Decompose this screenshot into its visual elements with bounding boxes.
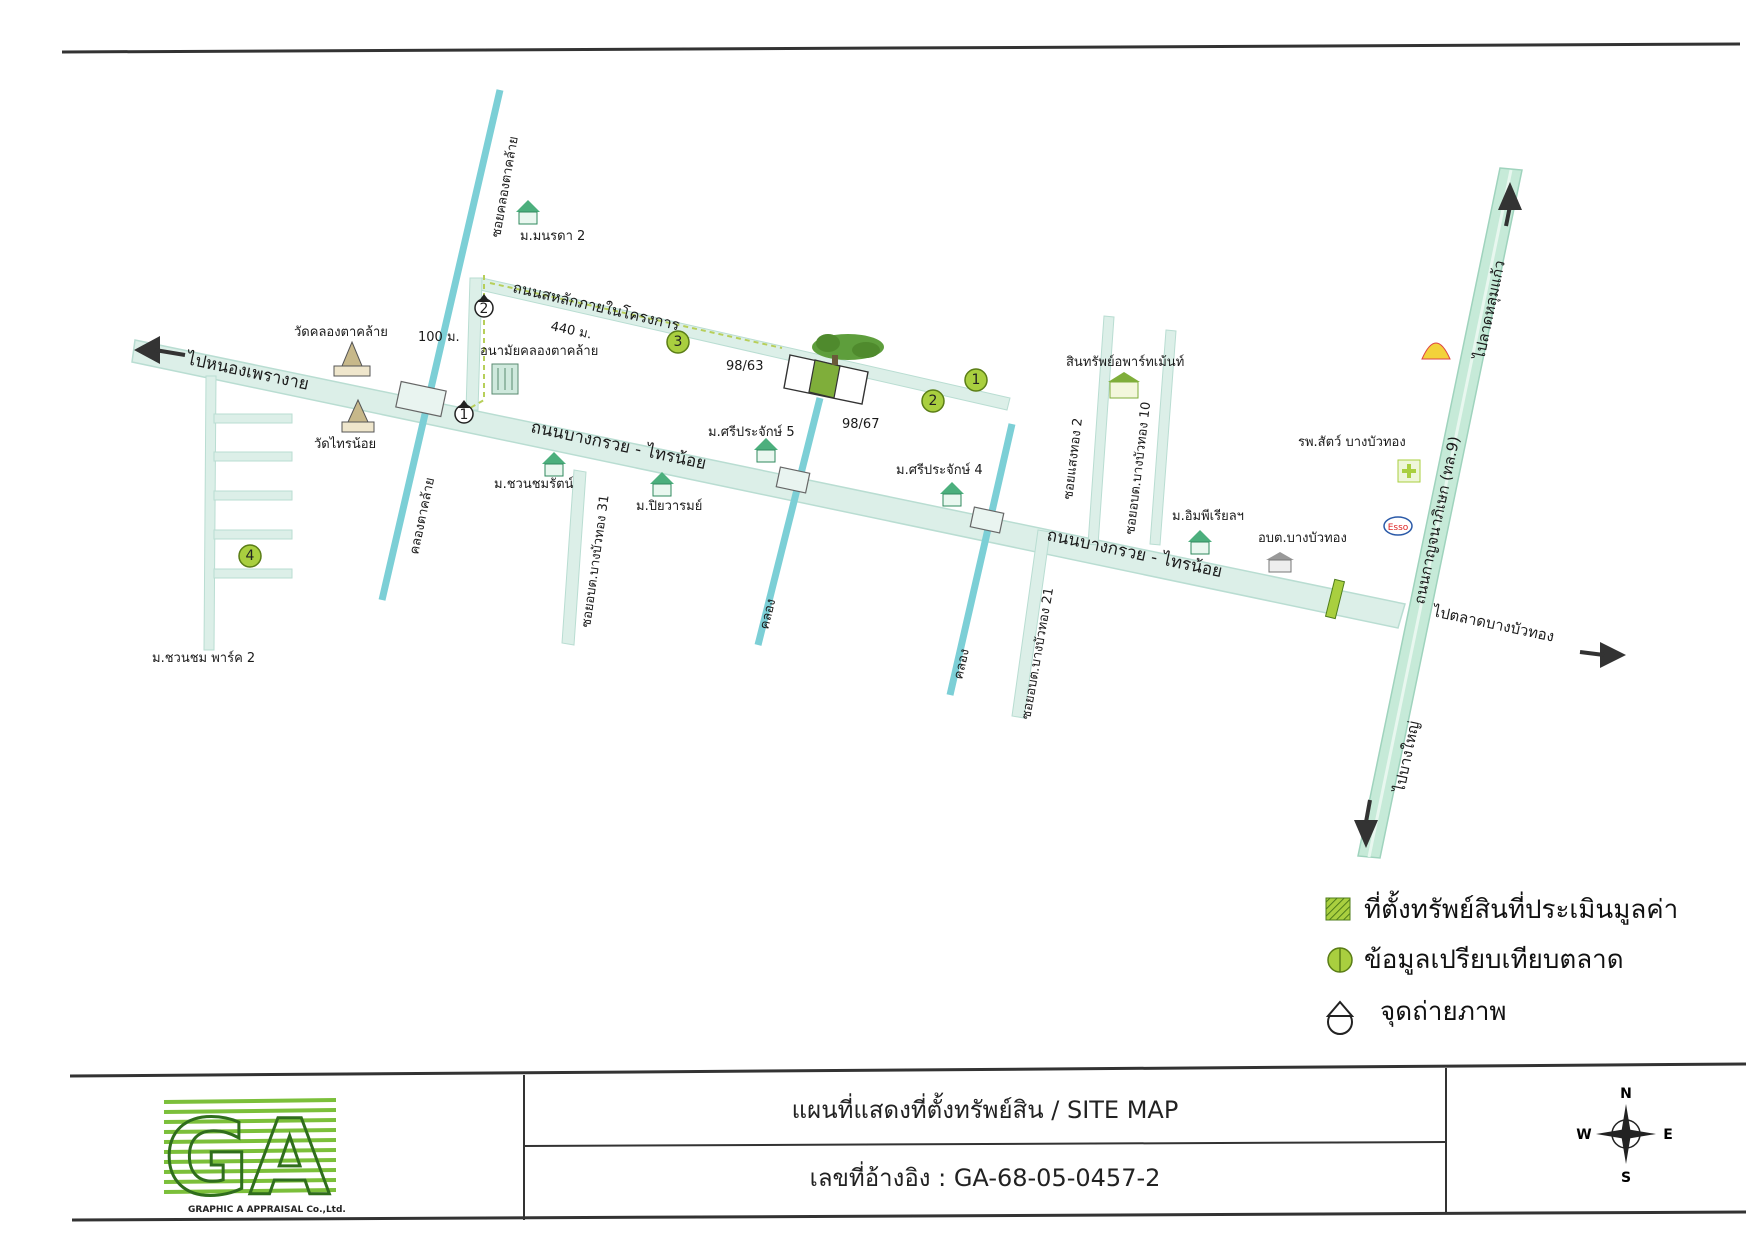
svg-text:1: 1 [972,372,981,388]
label-sriprachak5: ม.ศรีประจักษ์ 5 [708,424,795,440]
canals [378,89,1016,696]
photo-point-2[interactable]: 2 [474,294,494,318]
market-marker-4[interactable]: 4 [238,544,262,568]
photo-point-1[interactable]: 1 [454,400,474,424]
compass-n: N [1620,1086,1632,1102]
label-chuanchom-rat: ม.ชวนชมรัตน์ [494,476,574,492]
road-label-project-road: ถนนสหลักภายในโครงการ [511,278,681,334]
distance-100: 100 ม. [418,330,460,345]
canal-label-2: คลอง [757,597,779,631]
house-icon-imperial [1188,530,1212,555]
label-sriprachak4: ม.ศรีประจักษ์ 4 [896,462,983,478]
label-imperial: ม.อิมพีเรียลฯ [1172,508,1244,524]
company-name: GRAPHIC A APPRAISAL Co.,Ltd. [188,1205,346,1215]
apartment-icon [1108,372,1140,399]
shell-station-icon [1421,342,1451,360]
canal-label-3: คลอง [951,647,973,680]
distance-440: 440 ม. [549,319,593,342]
svg-text:2: 2 [929,393,938,409]
top-rule [61,42,1741,54]
road-label-soi-saengthong: ซอยแสงทอง 2 [1061,417,1086,500]
legend-item-market: ข้อมูลเปรียบเทียบตลาด [1327,945,1624,975]
main-road [131,339,1406,629]
svg-text:Esso: Esso [1388,523,1409,533]
roadside-marker [1324,578,1346,620]
market-marker-2[interactable]: 2 [921,389,945,413]
route-dashed-1 [469,275,485,409]
esso-station-icon: Esso [1383,516,1413,536]
house-icon-sriprachak5 [754,438,778,463]
compass-w: W [1576,1127,1591,1143]
plot-label-left: 98/63 [726,359,763,374]
reference-number: เลขที่อ้างอิง : GA-68-05-0457-2 [810,1161,1161,1192]
temple-icon-khlong [333,340,371,377]
market-marker-3[interactable]: 3 [666,330,690,354]
title-block [69,1062,1747,1222]
svg-text:1: 1 [460,407,469,423]
label-obt: อบต.บางบัวทอง [1258,531,1347,546]
highway-kanchanaphisek [1357,167,1523,859]
house-icon-sriprachak4 [940,482,964,507]
road-label-soi-31: ซอยอบต.บางบัวทอง 31 [579,494,612,629]
bridges [395,380,1005,534]
road-label-to-nongphrangai: ไปหนองเพรางาย [183,348,311,395]
label-chuanchom-park: ม.ชวนชม พาร์ค 2 [152,650,255,666]
svg-text:จุดถ่ายภาพ: จุดถ่ายภาพ [1380,997,1507,1027]
road-label-to-bangbuathong-market: ไปตลาดบางบัวทอง [1430,602,1556,646]
house-icon-piyawaram [650,472,674,497]
route-dashed-2 [489,282,783,349]
svg-text:2: 2 [480,301,489,317]
government-icon-obt [1266,552,1294,573]
subject-property [783,354,869,405]
house-icon-chuanchom [542,452,566,477]
label-monrada: ม.มนรดา 2 [520,229,585,244]
map-title: แผนที่แสดงที่ตั้งทรัพย์สิน / SITE MAP [792,1092,1179,1124]
road-label-soi-10: ซอยอบต.บางบัวทอง 10 [1123,401,1154,536]
chuanchom-park-grid [203,375,293,651]
svg-text:ข้อมูลเปรียบเทียบตลาด: ข้อมูลเปรียบเทียบตลาด [1364,945,1624,975]
label-piyawaram: ม.ปิยวารมย์ [636,498,702,514]
legend-item-property: ที่ตั้งทรัพย์สินที่ประเมินมูลค่า [1325,890,1678,925]
temple-icon-sainoi [341,398,375,433]
label-apartment: สินทรัพย์อพาร์ทเม้นท์ [1066,354,1184,370]
compass-e: E [1663,1127,1673,1143]
label-wat-sainoi: วัดไทรน้อย [314,436,376,452]
direction-arrows [134,182,1626,848]
label-wat-khlong: วัดคลองตาคล้าย [294,325,388,340]
vet-hospital-icon [1397,459,1421,483]
company-logo: GA GRAPHIC A APPRAISAL Co.,Ltd. [163,1096,346,1221]
building-icon-anamai [491,363,519,395]
canal-label-1: คลองตาคล้าย [407,476,438,556]
svg-text:GA: GA [164,1097,330,1219]
road-label-soi-khlong: ซอยคลองตาคล้าย [489,135,522,238]
legend: ที่ตั้งทรัพย์สินที่ประเมินมูลค่า ข้อมูลเ… [1325,890,1678,1035]
tree-icon [812,334,884,365]
label-anamai: อนามัยคลองตาคล้าย [480,344,598,359]
svg-text:3: 3 [674,334,683,350]
svg-text:4: 4 [246,548,255,564]
compass-s: S [1621,1170,1631,1186]
legend-item-photo: จุดถ่ายภาพ [1325,997,1507,1035]
svg-text:ที่ตั้งทรัพย์สินที่ประเมินมูลค: ที่ตั้งทรัพย์สินที่ประเมินมูลค่า [1364,890,1678,925]
house-icon-monrada [516,200,540,225]
market-marker-1[interactable]: 1 [964,368,988,392]
compass-rose: N S E W [1576,1086,1673,1186]
label-vet-hospital: รพ.สัตว์ บางบัวทอง [1298,434,1406,450]
side-roads [561,315,1177,719]
plot-label-right: 98/67 [842,417,879,432]
